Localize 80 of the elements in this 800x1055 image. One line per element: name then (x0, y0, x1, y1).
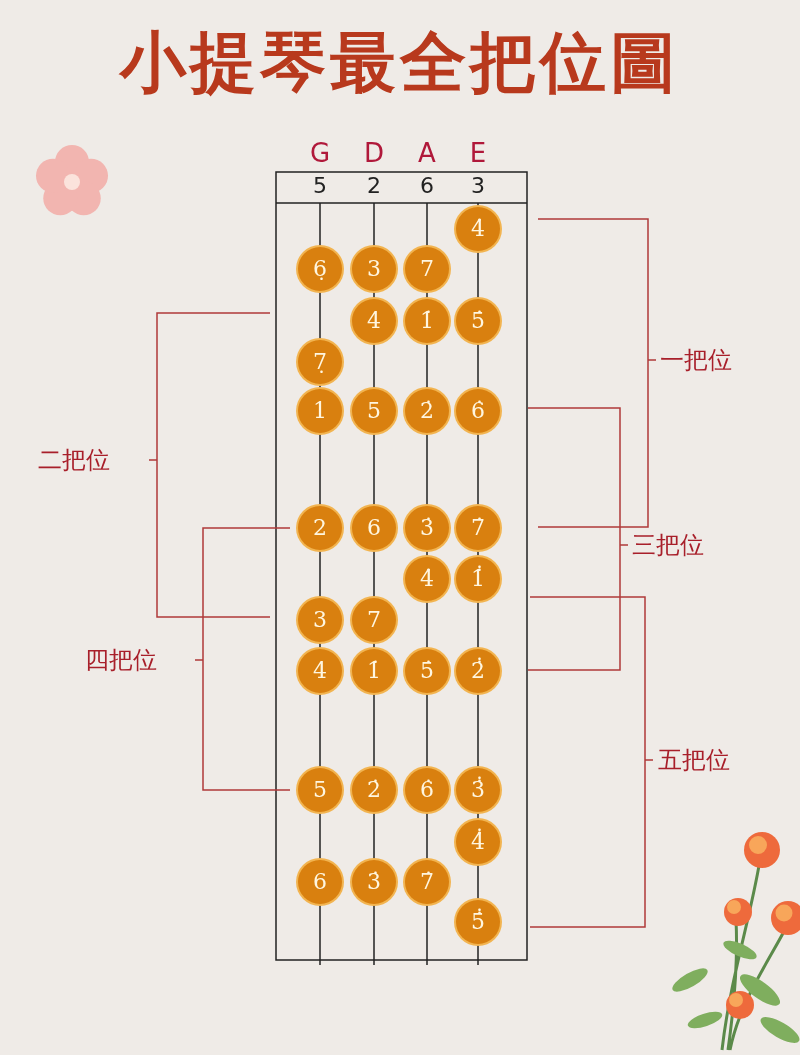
note-circle (456, 649, 500, 693)
note-circle (352, 299, 396, 343)
note-circle (405, 389, 449, 433)
note-circle (352, 860, 396, 904)
note-text: 1̇ (367, 657, 381, 686)
note-text: 3̇ (367, 868, 381, 897)
open-string-note: 5 (312, 173, 328, 198)
note-circle (298, 768, 342, 812)
note-text: 4 (367, 307, 381, 336)
position-label: 三把位 (632, 530, 704, 561)
note-text: 2 (313, 514, 327, 543)
note-circle (405, 247, 449, 291)
position-label: 五把位 (658, 745, 730, 776)
note-text: 1̇ (420, 307, 434, 336)
position-label: 一把位 (660, 345, 732, 376)
note-text: 6̇ (420, 776, 434, 805)
note-circle (456, 207, 500, 251)
note-circle (352, 768, 396, 812)
note-circle (298, 389, 342, 433)
note-text: 2̇ (420, 397, 434, 426)
note-text: 7̣ (313, 348, 327, 377)
note-circle (456, 506, 500, 550)
note-circle (405, 557, 449, 601)
open-string-note: 3 (470, 173, 486, 198)
note-text: 5̇ (471, 307, 485, 336)
note-circle (405, 299, 449, 343)
note-circle (456, 299, 500, 343)
note-circle (298, 340, 342, 384)
note-text: 6 (367, 514, 381, 543)
note-text: 2̇ (367, 776, 381, 805)
note-text: 3̇ (420, 514, 434, 543)
note-text: 7 (367, 606, 381, 635)
string-name: E (468, 138, 488, 168)
note-text: 1 (313, 397, 327, 426)
note-circle (298, 598, 342, 642)
string-name: G (308, 138, 332, 168)
note-text: 5 (367, 397, 381, 426)
note-circle (405, 768, 449, 812)
note-text: 4 (313, 657, 327, 686)
note-circle (298, 247, 342, 291)
note-circle (352, 649, 396, 693)
note-text: 4̇ (471, 215, 485, 244)
note-text: 6 (313, 868, 327, 897)
note-circle (352, 247, 396, 291)
note-circle (352, 389, 396, 433)
note-text: 7̇ (471, 514, 485, 543)
note-text: 5̇̇ (471, 907, 485, 937)
note-text: 7 (420, 255, 434, 284)
note-text: 7̇ (420, 868, 434, 897)
note-text: 4̇̇ (471, 827, 485, 857)
note-text: 3̇̇ (471, 775, 485, 805)
position-label: 二把位 (38, 445, 110, 476)
note-circle (298, 506, 342, 550)
note-circle (456, 900, 500, 944)
note-text: 5 (313, 776, 327, 805)
note-text: 5̇ (420, 657, 434, 686)
note-text: 3 (367, 255, 381, 284)
note-circle (298, 860, 342, 904)
string-name: D (363, 138, 385, 168)
note-text: 2̇̇ (471, 656, 485, 686)
note-text: 1̇̇ (471, 564, 485, 594)
note-text: 3 (313, 606, 327, 635)
note-circle (456, 557, 500, 601)
open-string-note: 2 (366, 173, 382, 198)
note-text: 4̇ (420, 565, 434, 594)
note-circle (405, 860, 449, 904)
note-text: 6̣ (313, 255, 327, 284)
note-circle (352, 598, 396, 642)
string-name: A (417, 138, 437, 168)
note-circle (456, 389, 500, 433)
note-circle (456, 768, 500, 812)
title-text: 小提琴最全把位圖 (118, 22, 681, 103)
note-circle (405, 506, 449, 550)
note-circle (352, 506, 396, 550)
note-text: 6̇ (471, 397, 485, 426)
note-circle (456, 820, 500, 864)
note-circle (405, 649, 449, 693)
position-label: 四把位 (85, 645, 157, 676)
note-circle (298, 649, 342, 693)
open-string-note: 6 (419, 173, 435, 198)
